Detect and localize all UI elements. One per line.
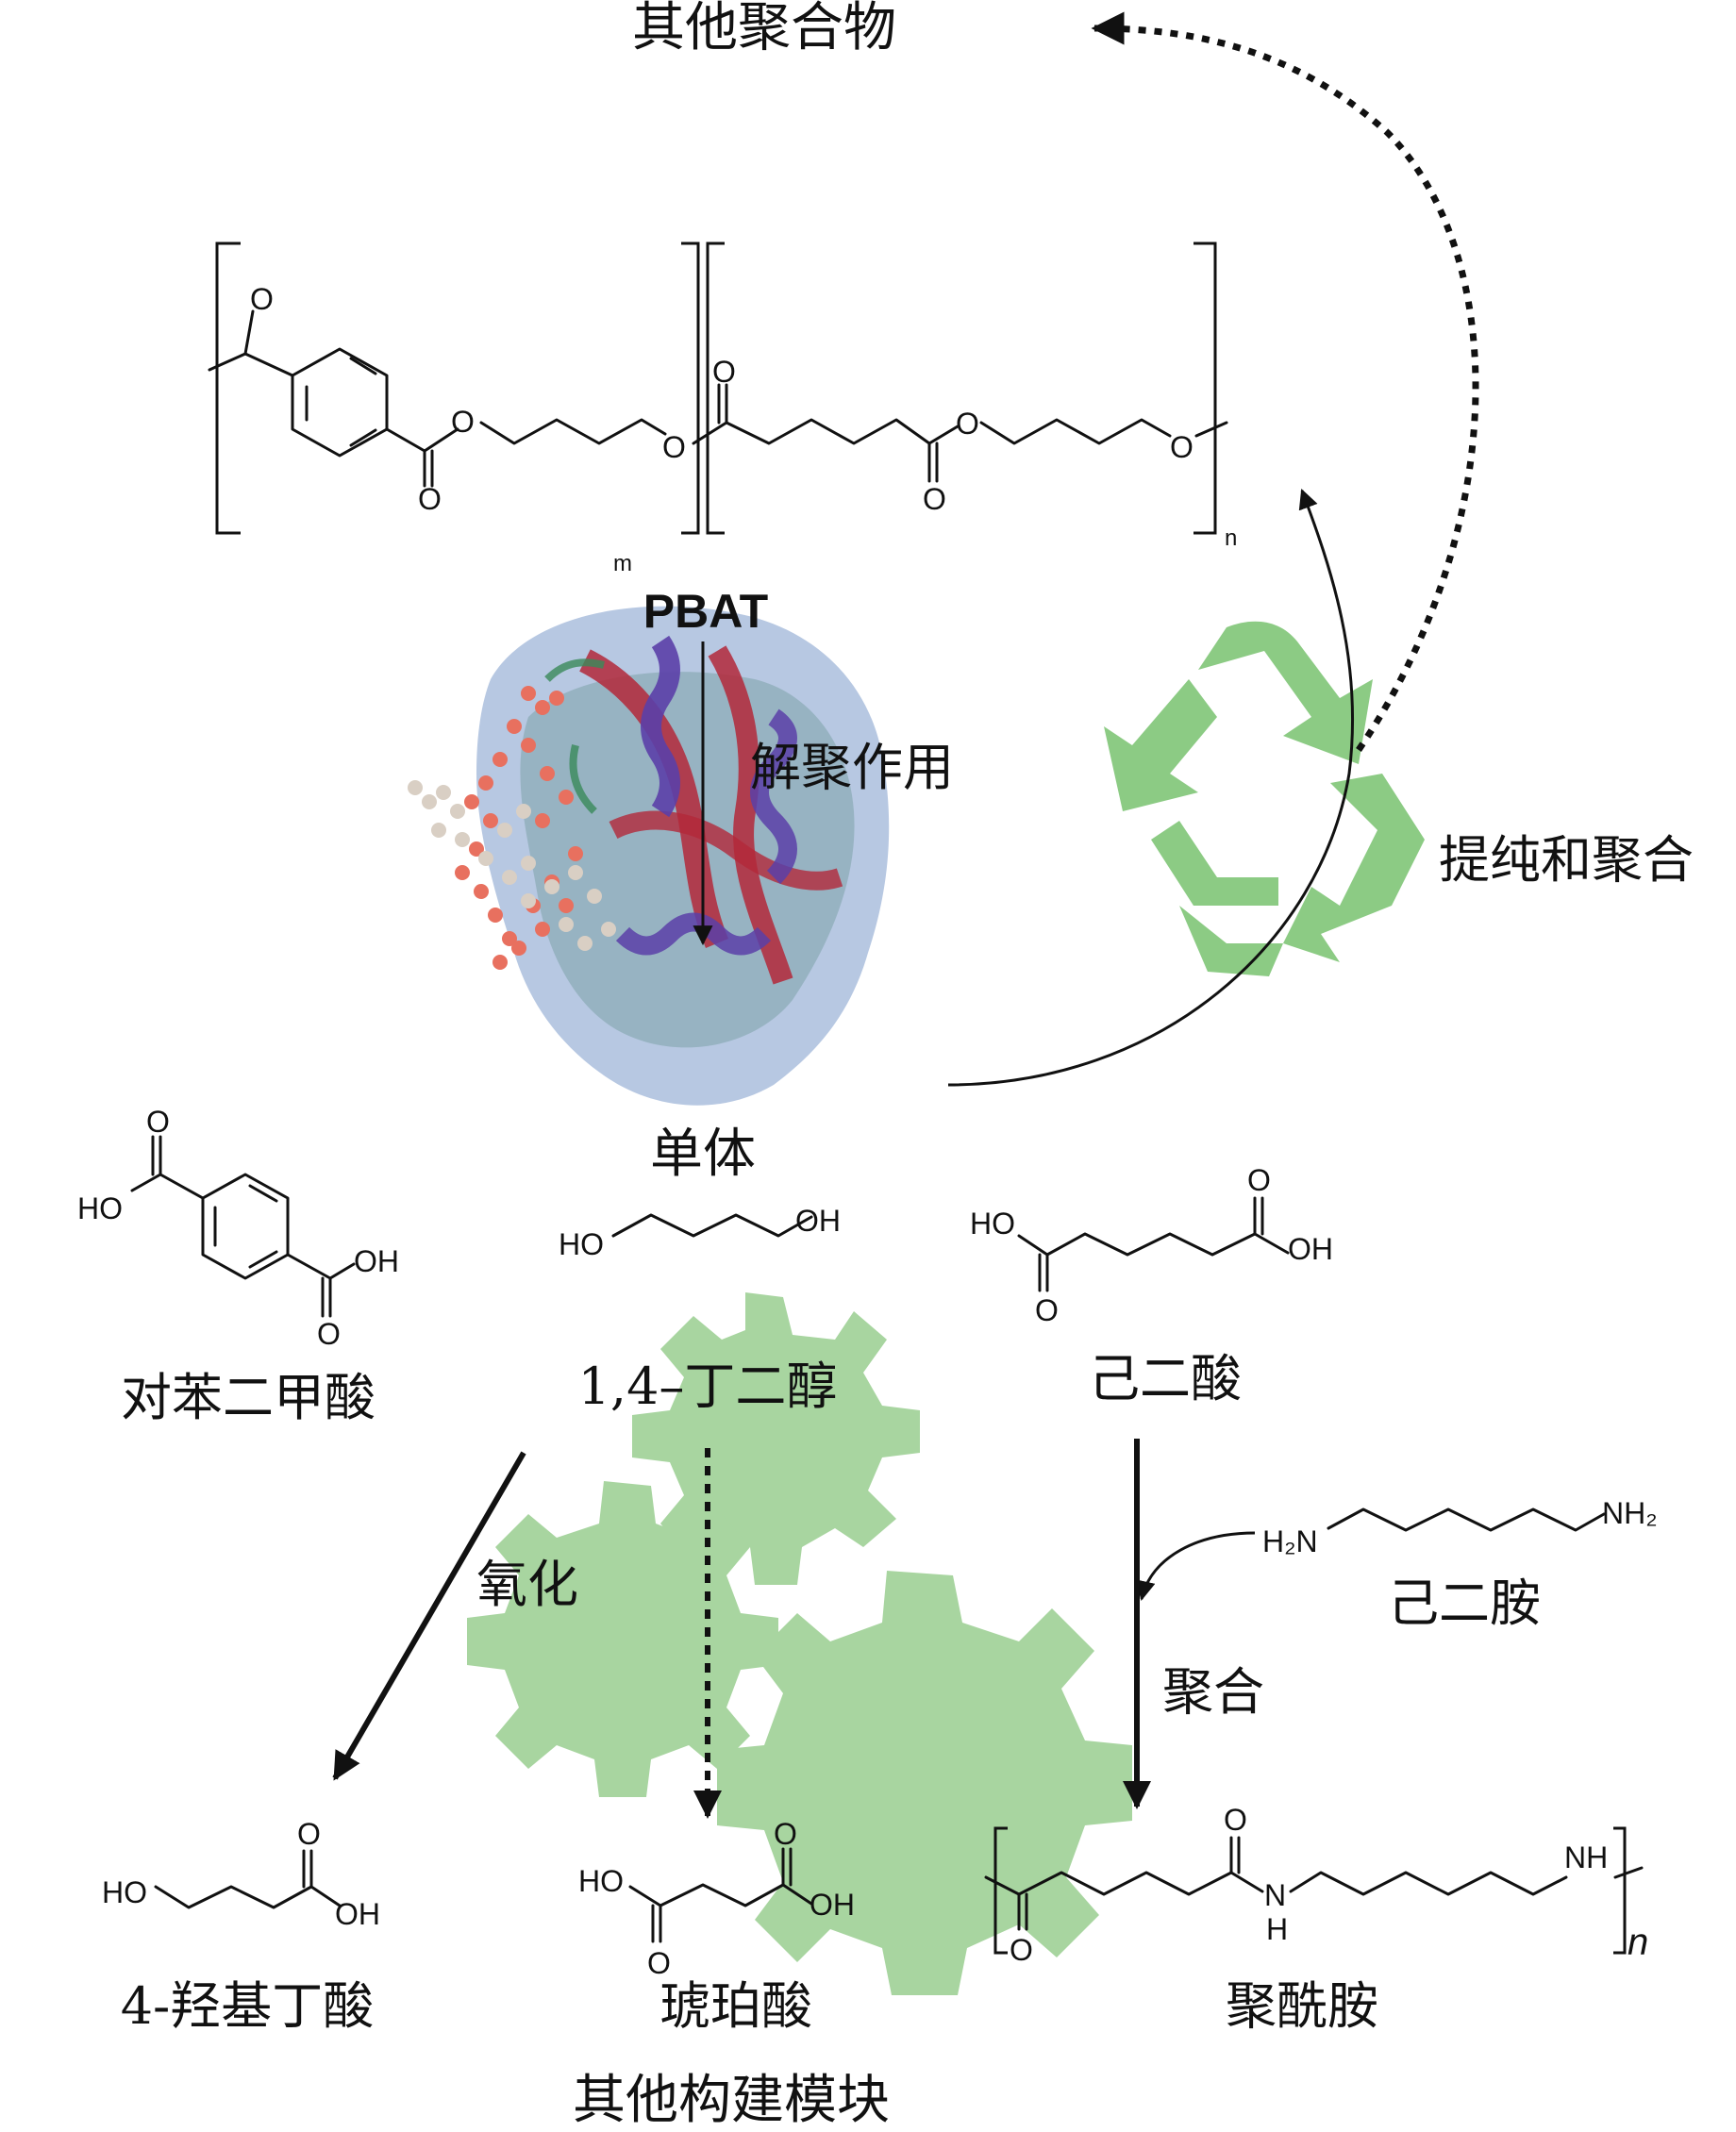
butanediol-structure: HO OH [559, 1204, 841, 1261]
atom-o: O [774, 1817, 797, 1851]
succinic-acid-structure: HO O O OH [578, 1817, 855, 1980]
oxidation-arrow [332, 1451, 526, 1781]
other-building-blocks-label: 其他构建模块 [573, 2070, 890, 2131]
hexamethylenediamine-label: 己二胺 [1388, 1574, 1541, 1633]
atom-oh: OH [335, 1897, 380, 1931]
atom-h2n: H₂N [1262, 1524, 1318, 1558]
terephthalic-acid-label: 对苯二甲酸 [121, 1368, 376, 1427]
atom-ho: HO [578, 1864, 624, 1898]
atom-ester-o-2: O [662, 430, 686, 464]
atom-o: O [317, 1317, 341, 1351]
atom-h: H [1266, 1912, 1288, 1946]
enzyme-illustration [408, 606, 890, 1106]
other-polymers-label: 其他聚合物 [632, 0, 896, 58]
atom-carbonyl-o-left: O [250, 282, 274, 316]
atom-o: O [297, 1817, 321, 1851]
atom-nh: NH [1564, 1841, 1608, 1874]
polyamide-label: 聚酰胺 [1226, 1976, 1378, 2036]
atom-ester-o-3: O [956, 407, 979, 441]
butanediol-label: 1,4–丁二醇 [578, 1357, 838, 1416]
hydroxybutyric-acid-structure: HO O OH [102, 1817, 380, 1931]
polymerization-label: 聚合 [1162, 1662, 1264, 1722]
atom-oh: OH [810, 1888, 855, 1922]
atom-ester-o-1: O [451, 405, 475, 439]
atom-ho: HO [102, 1875, 147, 1909]
hydroxybutyric-acid-label: 4-羟基丁酸 [121, 1976, 375, 2036]
atom-ho: HO [77, 1191, 123, 1225]
depolymerization-label: 解聚作用 [750, 738, 954, 797]
subscript-m-pbat: m [613, 551, 632, 576]
atom-oh: OH [354, 1244, 399, 1278]
atom-ho: HO [970, 1207, 1015, 1241]
gear-icon-left [467, 1481, 778, 1797]
subscript-n-polyamide: n [1628, 1922, 1648, 1963]
atom-o: O [146, 1105, 170, 1139]
polyamide-structure: O O N H NH n [984, 1803, 1648, 1967]
pbat-label: PBAT [643, 585, 768, 638]
atom-o: O [1035, 1293, 1059, 1327]
purify-polymerize-label: 提纯和聚合 [1439, 830, 1694, 890]
atom-carbonyl-o-mid: O [712, 355, 736, 389]
atom-carbonyl-o-left-lower: O [418, 482, 442, 516]
atom-nh2: NH₂ [1602, 1496, 1658, 1530]
adipic-acid-structure: HO O O OH [970, 1163, 1333, 1327]
atom-o: O [1247, 1163, 1271, 1197]
adipic-acid-label: 己二酸 [1089, 1349, 1242, 1408]
dotted-arrow-to-other-polymers [1091, 11, 1479, 752]
atom-o: O [647, 1946, 671, 1980]
pbat-structure: O O O O O O O O n m [208, 242, 1237, 576]
recycle-icon [1104, 621, 1425, 976]
atom-ho: HO [559, 1227, 604, 1261]
terephthalic-acid-structure: O HO OH O [77, 1105, 399, 1351]
atom-ester-o-4: O [1170, 430, 1194, 464]
succinic-acid-label: 琥珀酸 [659, 1976, 812, 2036]
atom-carbonyl-o-right: O [923, 482, 946, 516]
atom-oh: OH [1288, 1232, 1333, 1266]
atom-oh: OH [795, 1204, 841, 1238]
gear-icon-top [632, 1292, 920, 1585]
monomers-label: 单体 [650, 1124, 756, 1185]
hexamethylenediamine-structure: H₂N NH₂ [1262, 1496, 1658, 1558]
atom-n: N [1264, 1878, 1286, 1912]
oxidation-label: 氧化 [476, 1555, 578, 1614]
subscript-n-pbat: n [1225, 525, 1237, 551]
gear-icon-large [717, 1571, 1132, 1995]
recycle-arc-arrow [947, 489, 1355, 1087]
atom-o: O [1224, 1803, 1247, 1837]
diamine-feed-arrow [1135, 1531, 1256, 1602]
atom-o: O [1010, 1933, 1033, 1967]
